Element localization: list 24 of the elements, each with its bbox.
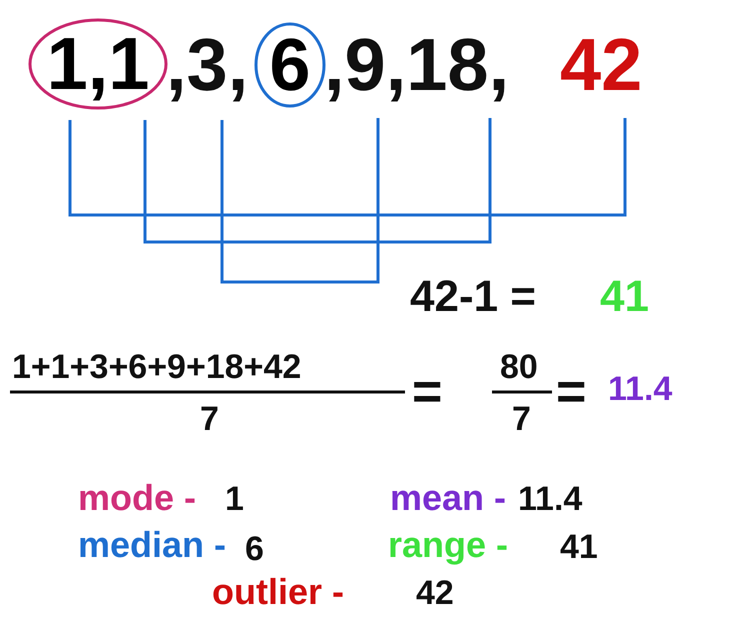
equals-sign: = — [556, 366, 586, 418]
term-value: 1 — [225, 482, 244, 516]
term-label: range - — [388, 527, 508, 563]
number-text: ,3, — [166, 28, 248, 102]
fraction-numerator: 80 — [500, 350, 538, 384]
term-value: 11.4 — [518, 482, 582, 516]
term-label: median - — [78, 527, 226, 563]
term-label: mode - — [78, 480, 196, 516]
number-text: ,9,18, — [324, 28, 510, 102]
term-value: 41 — [560, 530, 598, 564]
equals-sign: = — [412, 366, 442, 418]
equation-text: 42-1 = — [410, 275, 536, 319]
term-value: 42 — [416, 576, 454, 610]
result-value: 41 — [600, 275, 649, 319]
term-label: mean - — [390, 480, 506, 516]
number-text: 42 — [560, 28, 642, 102]
fraction-denominator: 7 — [200, 402, 219, 436]
fraction-denominator: 7 — [512, 402, 531, 436]
term-label: outlier - — [212, 574, 344, 610]
circled-number: 1,1 — [28, 18, 168, 110]
fraction-numerator: 1+1+3+6+9+18+42 — [12, 350, 302, 384]
result-value: 11.4 — [608, 372, 672, 406]
circled-number: 6 — [254, 22, 326, 108]
term-value: 6 — [245, 532, 264, 566]
